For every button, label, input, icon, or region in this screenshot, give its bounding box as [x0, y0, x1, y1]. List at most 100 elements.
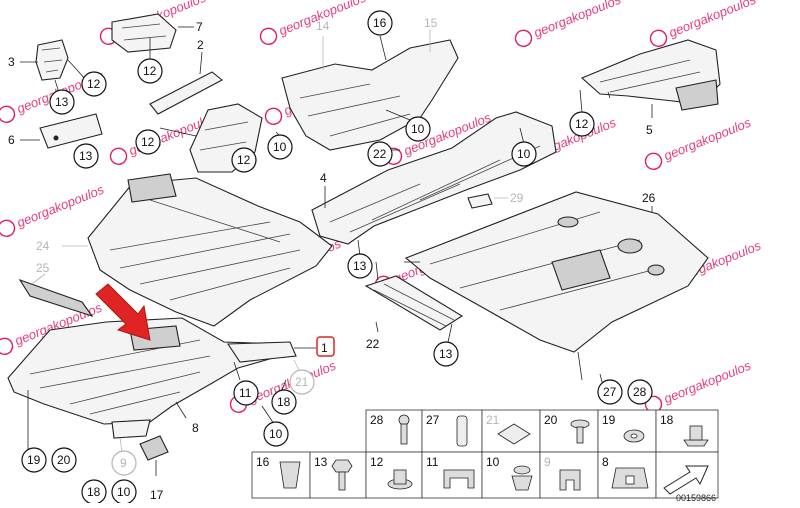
part-7-bracket: [111, 13, 177, 53]
callout-12-circle: [569, 111, 595, 137]
watermark-2: georgakopoulos: [259, 0, 368, 45]
legend-cell-13: 13: [309, 451, 367, 499]
callout-5: 5: [646, 123, 653, 137]
hex-bolt-icon: [331, 459, 353, 491]
legend-cell-27: 27: [421, 409, 483, 453]
watermark-3: georgakopoulos: [514, 0, 623, 47]
part-22-channel: [364, 275, 464, 331]
callout-12: 12: [237, 153, 251, 167]
callout-19-circle: [21, 447, 47, 473]
direction-arrow-icon: [663, 465, 709, 495]
callout-10: 10: [273, 140, 287, 154]
callout-21-circle: [289, 369, 315, 395]
callout-12-circle: [231, 147, 257, 173]
watermark-10: georgakopoulos: [644, 115, 753, 170]
watermark-logo-icon: [644, 152, 663, 170]
svg-text:19: 19: [602, 413, 616, 427]
svg-text:28: 28: [370, 413, 384, 427]
part-2-strip: [149, 71, 223, 115]
callout-1: 1: [321, 341, 328, 355]
callout-12-circle: [135, 129, 161, 155]
watermark-text: georgakopoulos: [15, 182, 107, 231]
callout-12: 12: [575, 117, 589, 131]
callout-17: 17: [150, 488, 164, 502]
callout-1-highlight-box: [316, 336, 335, 357]
part-1-engine-undertray: [7, 317, 297, 425]
callout-16-circle: [367, 10, 393, 36]
svg-text:8: 8: [602, 455, 609, 469]
legend-cell-18: 18: [655, 409, 719, 453]
legend-cell-11: 11: [421, 451, 483, 499]
callout-3: 3: [8, 55, 15, 69]
diagram-code: 00159866: [676, 493, 716, 503]
part-24-underbody-panel: [87, 173, 333, 327]
washer-icon: [623, 429, 645, 443]
expanding-nut-icon: [683, 425, 709, 447]
callout-13: 13: [55, 95, 69, 109]
legend-cell-16: 16: [251, 451, 311, 499]
legend-cell-28: 28: [365, 409, 423, 453]
callout-12: 12: [143, 64, 157, 78]
callout-20-circle: [51, 447, 77, 473]
svg-text:11: 11: [426, 455, 439, 469]
collar-nut-icon: [511, 465, 533, 491]
svg-text:10: 10: [486, 455, 500, 469]
watermark-logo-icon: [649, 29, 668, 47]
flange-nut-icon: [387, 469, 413, 490]
clip-icon: [559, 469, 581, 491]
callout-10-circle: [267, 134, 293, 160]
legend-cell-arrow: [655, 451, 719, 499]
callout-2: 2: [197, 38, 204, 52]
callout-18-circle: [271, 389, 297, 415]
part-3-bracket: [35, 39, 69, 81]
part-6-plate: [39, 113, 103, 149]
callout-10: 10: [517, 147, 531, 161]
legend-cell-19: 19: [597, 409, 657, 453]
svg-text:9: 9: [544, 455, 551, 469]
callout-18: 18: [277, 395, 291, 409]
callout-6: 6: [8, 133, 15, 147]
legend-cell-21: 21: [481, 409, 541, 453]
callout-12-circle: [137, 58, 163, 84]
part-14-tunnel-cover: [281, 39, 459, 151]
part-29-tag: [467, 193, 493, 209]
callout-labels: 3 7 2 6 14 15 5 4 29 26 24 25 22 8 17 1 …: [8, 10, 656, 505]
watermark-logo-icon: [259, 27, 278, 45]
watermark-logo-icon: [0, 337, 14, 355]
callout-29: 29: [510, 191, 524, 205]
callout-10: 10: [411, 122, 425, 136]
svg-text:13: 13: [314, 455, 328, 469]
callout-13-circle: [433, 341, 459, 367]
svg-text:18: 18: [660, 413, 674, 427]
callout-10: 10: [269, 427, 283, 441]
callout-10: 10: [117, 485, 131, 499]
part-25-side-strip: [18, 278, 94, 318]
watermark-text: georgakopoulos: [662, 358, 754, 407]
sleeve-icon: [456, 415, 468, 447]
bolt-icon: [398, 414, 410, 445]
callout-13: 13: [353, 259, 367, 273]
callout-9: 9: [120, 456, 127, 470]
callout-13: 13: [79, 149, 93, 163]
callout-22: 22: [373, 147, 387, 161]
watermark-logo-icon: [264, 107, 283, 125]
callout-26: 26: [642, 191, 656, 205]
callout-13-circle: [49, 89, 75, 115]
callout-16: 16: [373, 16, 387, 30]
svg-text:20: 20: [544, 413, 558, 427]
watermark-logo-icon: [0, 219, 16, 237]
part-4-tunnel-shield: [311, 111, 557, 245]
callout-13: 13: [439, 347, 453, 361]
part-5-heat-shield: [580, 39, 721, 111]
callout-19: 19: [27, 453, 41, 467]
legend-cell-12: 12: [365, 451, 423, 499]
legend-cell-20: 20: [539, 409, 599, 453]
clamp-icon: [443, 469, 475, 489]
callout-13-circle: [73, 143, 99, 169]
callout-9-circle: [111, 450, 137, 476]
callout-10-circle: [511, 141, 537, 167]
watermark-11: georgakopoulos: [0, 182, 107, 237]
callout-14: 14: [316, 19, 330, 33]
callout-27: 27: [603, 385, 617, 399]
